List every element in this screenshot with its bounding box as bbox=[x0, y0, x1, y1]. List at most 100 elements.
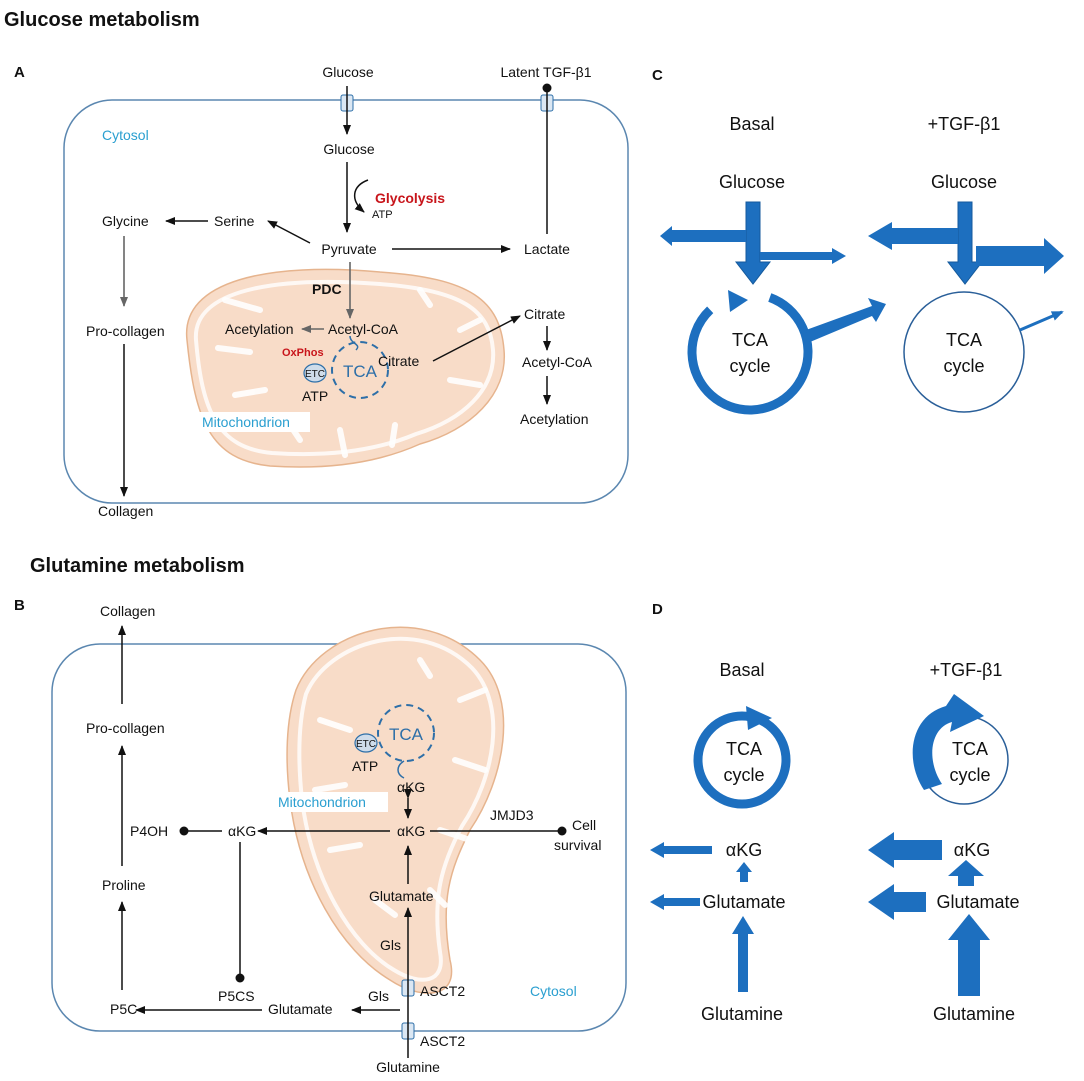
glutamate-cyto: Glutamate bbox=[268, 1001, 333, 1017]
tgf-activation-dot bbox=[542, 83, 552, 93]
glucose-flux-tgf bbox=[946, 201, 984, 285]
citrate-mito: Citrate bbox=[378, 353, 419, 369]
atp-mito: ATP bbox=[302, 388, 328, 404]
tca-cycle-a bbox=[331, 341, 389, 399]
mitochondrion-b bbox=[286, 626, 505, 994]
glutamine-basal-d: Glutamine bbox=[701, 1004, 783, 1024]
glycine-label: Glycine bbox=[102, 213, 149, 229]
mito-label-bg-b bbox=[274, 792, 388, 812]
glutamate-akg-flux-basal bbox=[736, 862, 752, 882]
akg-out-flux-tgf bbox=[868, 832, 942, 868]
panel-label-b: B bbox=[14, 597, 25, 614]
gls-mito: Gls bbox=[380, 937, 401, 953]
akg-tca-link bbox=[397, 760, 405, 779]
glutamine-label-b: Glutamine bbox=[376, 1059, 440, 1075]
glucose-flux-basal bbox=[734, 201, 772, 285]
cytosol-label: Cytosol bbox=[102, 127, 149, 143]
cycle-tgf-c: cycle bbox=[943, 356, 984, 376]
panel-label-a: A bbox=[14, 64, 25, 81]
etc-label: ETC bbox=[305, 369, 325, 380]
p5cs-label: P5CS bbox=[218, 988, 255, 1004]
glucose-section-title: Glucose metabolism bbox=[4, 9, 200, 31]
citrate-cyto: Citrate bbox=[524, 306, 565, 322]
cytosol-label-b: Cytosol bbox=[530, 983, 577, 999]
panel-a: Glucose Latent TGF-β1 Cytosol Glucose Gl… bbox=[63, 64, 629, 519]
pro-collagen-a: Pro-collagen bbox=[86, 323, 165, 339]
akg-tgf-d: αKG bbox=[954, 840, 990, 860]
lactate-label: Lactate bbox=[524, 241, 570, 257]
latent-tgf-label: Latent TGF-β1 bbox=[500, 64, 591, 80]
proline-label: Proline bbox=[102, 877, 146, 893]
glucose-branch-right-tgf bbox=[976, 238, 1064, 274]
atp-glycolysis: ATP bbox=[372, 209, 393, 221]
mitochondrion-label-b: Mitochondrion bbox=[278, 794, 366, 810]
p4oh-label: P4OH bbox=[130, 823, 168, 839]
p5c-label: P5C bbox=[110, 1001, 137, 1017]
tca-cycle-head-basal-c bbox=[728, 290, 748, 312]
glutamine-glutamate-flux-tgf bbox=[948, 914, 990, 996]
glutamate-out-flux-tgf bbox=[868, 884, 926, 920]
tca-cycle-basal-d bbox=[693, 711, 791, 809]
akg-cyto: αKG bbox=[228, 823, 256, 839]
akg-lower: αKG bbox=[397, 823, 425, 839]
cycle-basal-d: cycle bbox=[723, 765, 764, 785]
tca-label-b: TCA bbox=[389, 725, 424, 744]
glutamine-tgf-d: Glutamine bbox=[933, 1004, 1015, 1024]
glucose-branch-left-tgf bbox=[868, 222, 958, 250]
etc-complex bbox=[303, 363, 327, 383]
pdc-label: PDC bbox=[312, 281, 342, 297]
asct2-upper: ASCT2 bbox=[420, 983, 465, 999]
mito-label-bg bbox=[198, 412, 310, 432]
panel-label-c: C bbox=[652, 67, 663, 84]
jmjd3-label: JMJD3 bbox=[490, 807, 534, 823]
tca-output-arrow-tgf bbox=[1019, 310, 1064, 332]
panel-d: Basal +TGF-β1 TCA cycle αKG Glutamate Gl… bbox=[650, 660, 1020, 1024]
glutamate-mito: Glutamate bbox=[369, 888, 434, 904]
acetyl-coa-cyto: Acetyl-CoA bbox=[522, 354, 593, 370]
acetylation-mito: Acetylation bbox=[225, 321, 293, 337]
serine-label: Serine bbox=[214, 213, 255, 229]
mitochondrion-label: Mitochondrion bbox=[202, 414, 290, 430]
etc-label-b: ETC bbox=[356, 739, 376, 750]
gls-cyto: Gls bbox=[368, 988, 389, 1004]
panel-label-d: D bbox=[652, 601, 663, 618]
glutamate-tgf-d: Glutamate bbox=[936, 892, 1019, 912]
tca-flux-tgf-d bbox=[912, 694, 984, 790]
tca-cycle-b bbox=[377, 704, 435, 762]
tca-cycle-basal-c bbox=[687, 289, 813, 415]
tca-cycle-tgf-c bbox=[903, 291, 1025, 413]
tca-basal-c: TCA bbox=[732, 330, 768, 350]
acetyl-coa-mito: Acetyl-CoA bbox=[328, 321, 399, 337]
tca-tgf-c: TCA bbox=[946, 330, 982, 350]
atp-production-arrow bbox=[354, 179, 369, 213]
glucose-intracellular: Glucose bbox=[323, 141, 375, 157]
akg-basal-d: αKG bbox=[726, 840, 762, 860]
tca-tgf-d: TCA bbox=[952, 739, 988, 759]
glutamate-out-flux-basal bbox=[650, 894, 700, 910]
glycolysis-label: Glycolysis bbox=[375, 190, 445, 206]
tgf-label-d: +TGF-β1 bbox=[930, 660, 1003, 680]
acetyl-tca-link bbox=[349, 335, 359, 351]
tca-output-arrow-basal bbox=[806, 298, 886, 342]
asct2-lower: ASCT2 bbox=[420, 1033, 465, 1049]
atp-b: ATP bbox=[352, 758, 378, 774]
cycle-basal-c: cycle bbox=[729, 356, 770, 376]
etc-complex-b bbox=[354, 733, 378, 753]
akg-mito: αKG bbox=[397, 779, 425, 795]
akg-out-flux-basal bbox=[650, 842, 712, 858]
collagen-b: Collagen bbox=[100, 603, 155, 619]
glutamate-basal-d: Glutamate bbox=[702, 892, 785, 912]
tca-basal-d: TCA bbox=[726, 739, 762, 759]
glucose-tgf-c: Glucose bbox=[931, 172, 997, 192]
tca-cycle-head-basal-d bbox=[746, 706, 772, 730]
glutamine-section-title: Glutamine metabolism bbox=[30, 555, 245, 577]
pro-collagen-b: Pro-collagen bbox=[86, 720, 165, 736]
tgf-label-c: +TGF-β1 bbox=[928, 114, 1001, 134]
collagen-a: Collagen bbox=[98, 503, 153, 519]
pyruvate-serine-arrow bbox=[267, 220, 311, 244]
glucose-basal-c: Glucose bbox=[719, 172, 785, 192]
citrate-export-arrow bbox=[432, 315, 521, 362]
basal-label-d: Basal bbox=[719, 660, 764, 680]
panel-c: Basal +TGF-β1 Glucose Glucose TCA cycle … bbox=[660, 114, 1064, 415]
